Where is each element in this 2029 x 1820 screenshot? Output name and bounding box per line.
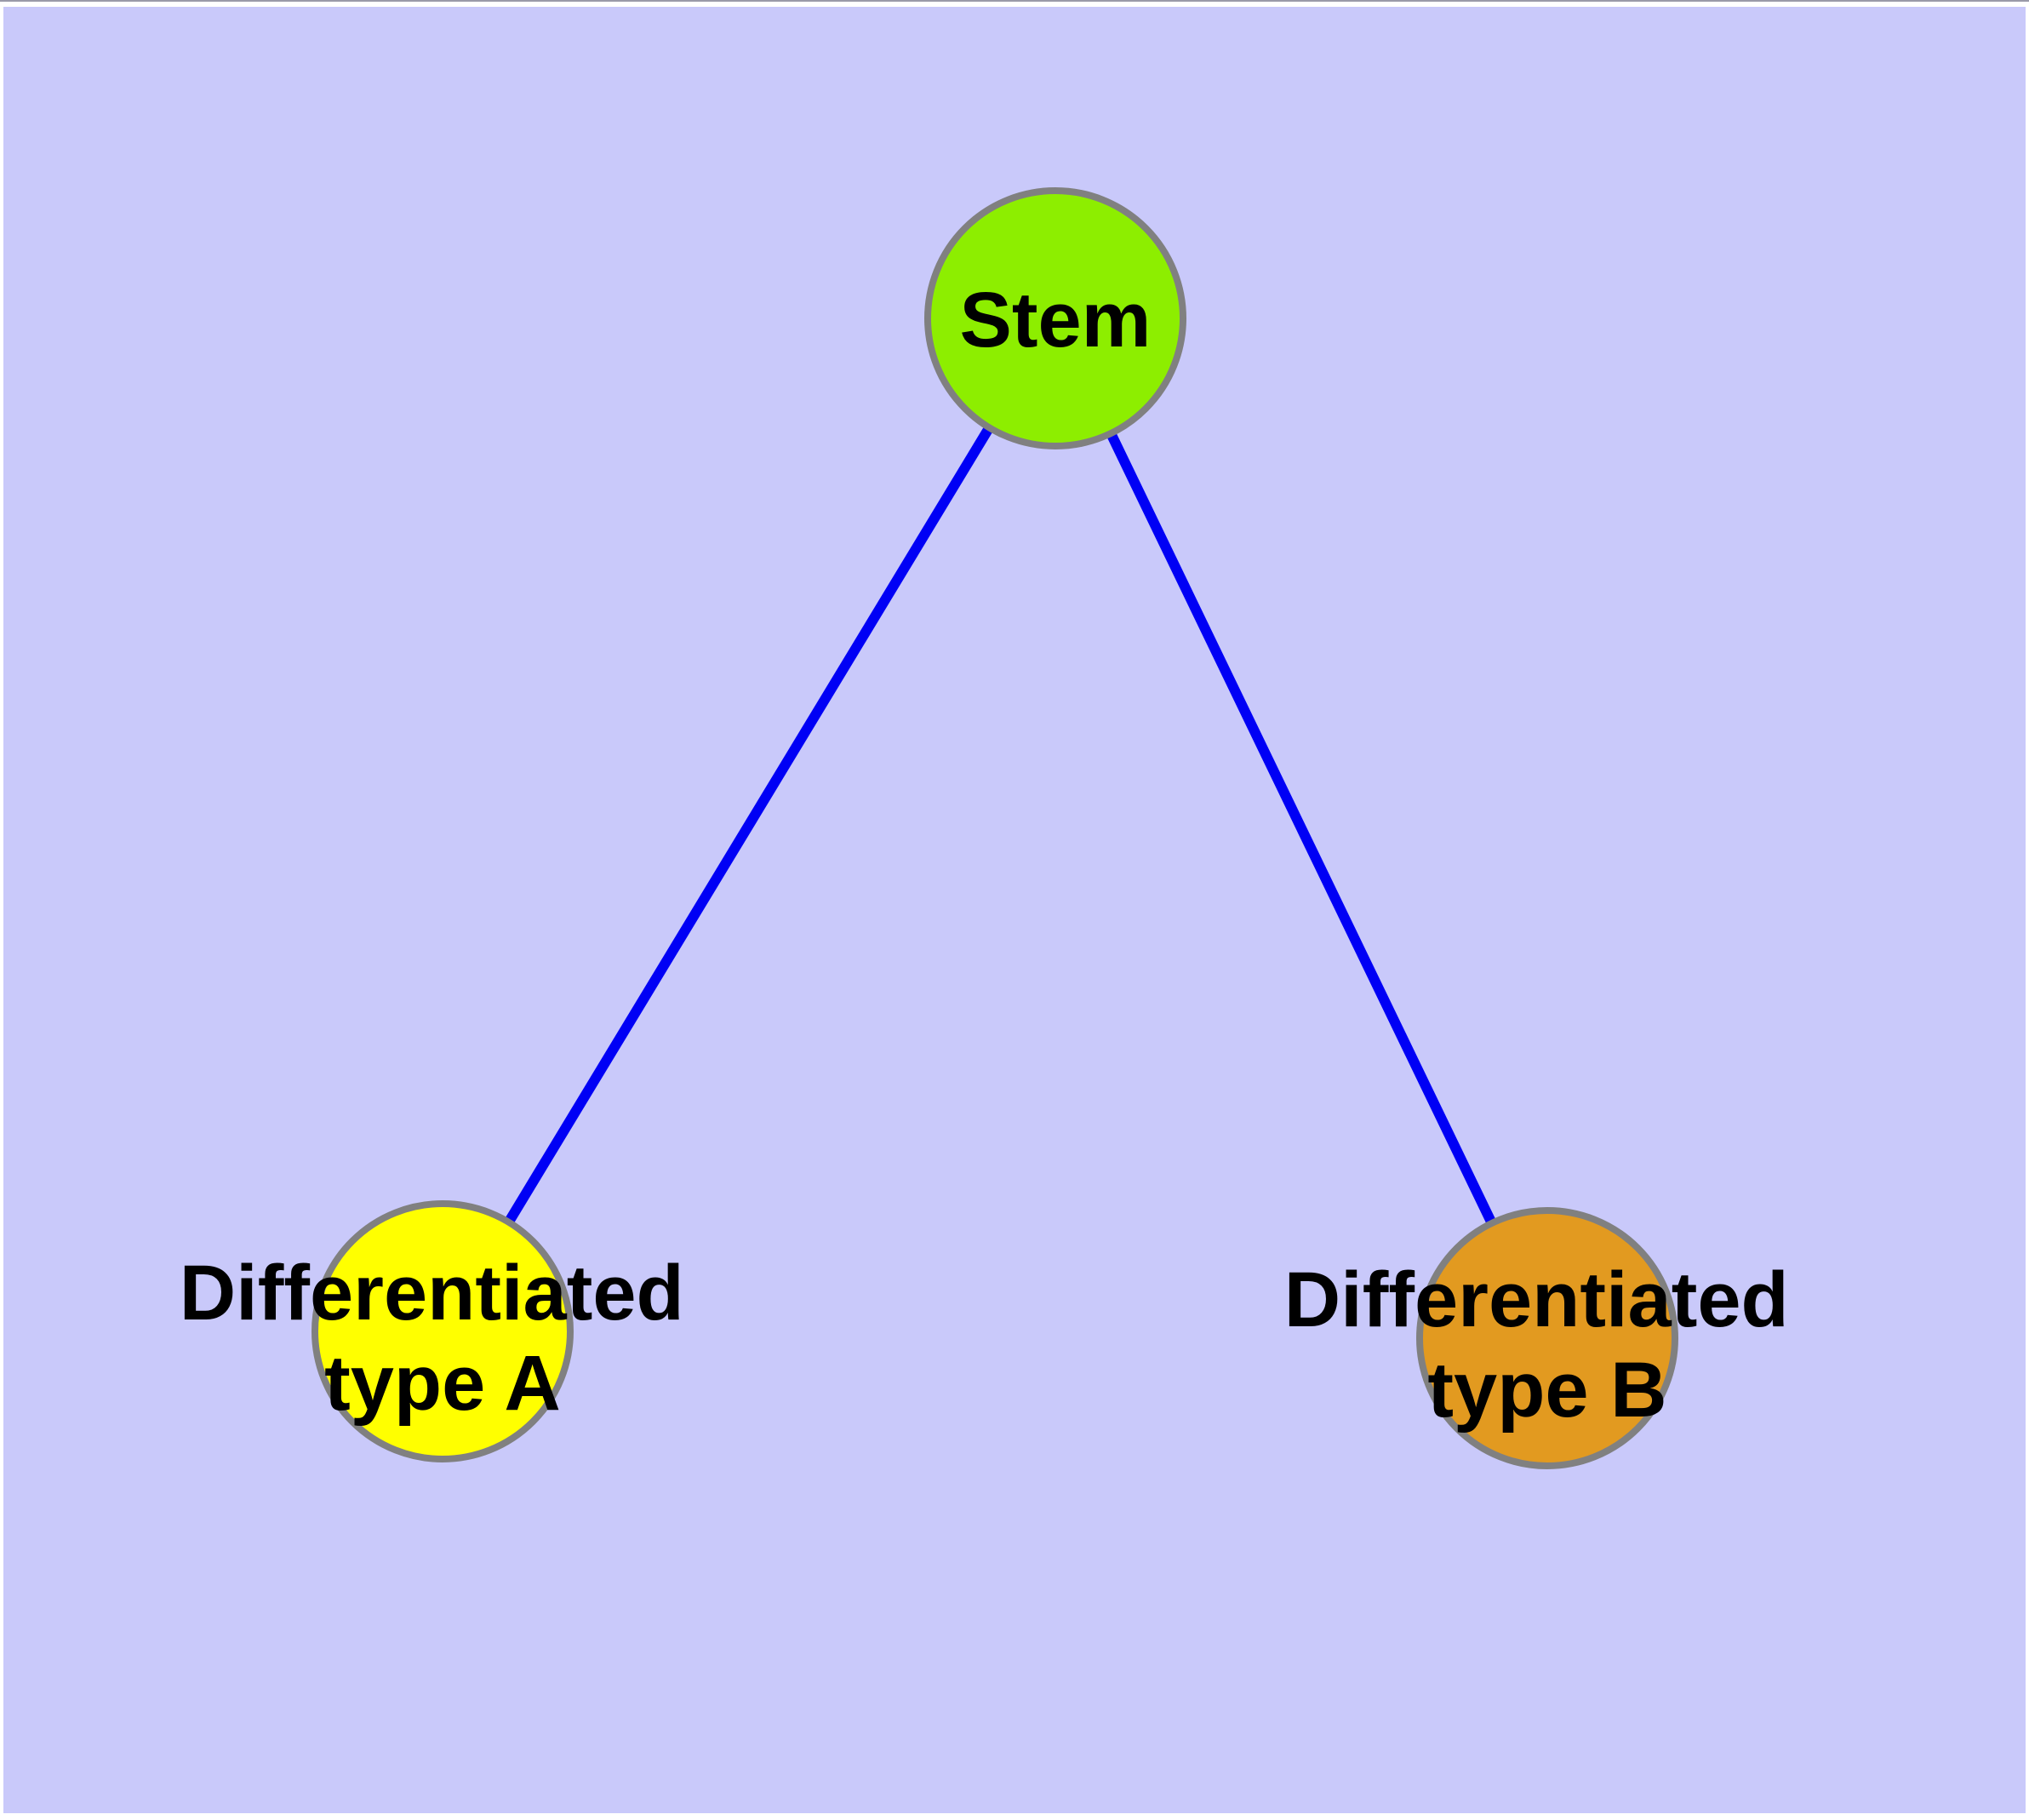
edge-stem-to-type-a bbox=[437, 315, 1060, 1335]
node-type-a-label-line1: Differentiated bbox=[180, 1250, 684, 1336]
node-type-a-label-line2: type A bbox=[324, 1340, 561, 1427]
node-differentiated-type-a: Differentiated type A bbox=[180, 1200, 706, 1462]
node-type-a-label: Differentiated type A bbox=[180, 1250, 706, 1427]
node-type-a-circle bbox=[311, 1200, 574, 1462]
node-stem: Stem bbox=[924, 187, 1186, 449]
edge-stem-to-type-b bbox=[1050, 316, 1552, 1341]
node-stem-circle bbox=[924, 187, 1186, 449]
node-type-b-label: Differentiated type B bbox=[1284, 1256, 1811, 1434]
node-type-b-label-line2: type B bbox=[1427, 1347, 1666, 1434]
node-stem-label: Stem bbox=[960, 277, 1152, 363]
node-differentiated-type-b: Differentiated type B bbox=[1284, 1207, 1811, 1469]
node-type-b-circle bbox=[1416, 1207, 1678, 1469]
node-type-b-label-line1: Differentiated bbox=[1284, 1256, 1789, 1343]
